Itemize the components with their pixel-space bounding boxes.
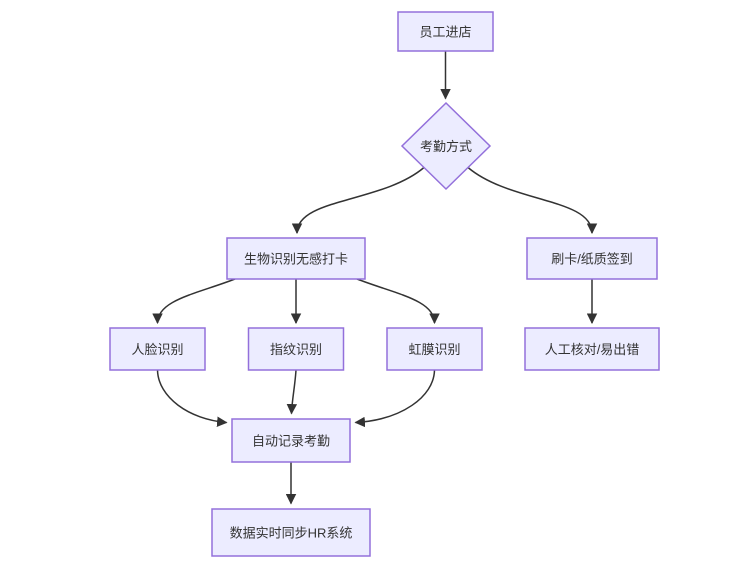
node-start-label: 员工进店 [419,25,471,40]
node-finger-box [247,327,345,371]
node-finger: 指纹识别 [247,327,345,371]
node-manual-label: 人工核对/易出错 [545,342,640,357]
edge-face-to-auto [156,369,228,427]
node-hr-box [211,508,371,557]
node-iris: 虹膜识别 [386,327,483,371]
node-card-box [526,237,658,280]
node-iris-label: 虹膜识别 [408,342,460,357]
edge-decision-to-card [467,166,598,235]
edge-bio-to-face [152,278,236,325]
node-face-label: 人脸识别 [131,342,183,357]
node-decision: 考勤方式 [400,101,492,191]
node-auto: 自动记录考勤 [231,418,351,463]
node-decision-label: 考勤方式 [420,139,472,154]
edges-layer [152,51,598,505]
node-manual: 人工核对/易出错 [524,327,660,371]
node-hr-label: 数据实时同步HR系统 [230,526,353,541]
node-start-box [397,11,494,52]
edge-finger-to-auto [286,369,298,415]
node-decision-diamond [400,101,492,191]
node-auto-box [231,418,351,463]
node-face: 人脸识别 [109,327,206,371]
edge-bio-to-iris [356,278,440,325]
edge-iris-to-auto [354,369,436,428]
node-hr: 数据实时同步HR系统 [211,508,371,557]
node-auto-label: 自动记录考勤 [252,434,330,449]
edge-decision-to-bio [291,166,425,235]
node-card-label: 刷卡/纸质签到 [551,252,633,267]
node-finger-label: 指纹识别 [270,342,322,357]
node-iris-box [386,327,483,371]
node-bio-box [226,237,366,280]
node-bio-label: 生物识别无感打卡 [244,252,348,267]
node-start: 员工进店 [397,11,494,52]
node-face-box [109,327,206,371]
node-card: 刷卡/纸质签到 [526,237,658,280]
node-bio: 生物识别无感打卡 [226,237,366,280]
node-manual-box [524,327,660,371]
